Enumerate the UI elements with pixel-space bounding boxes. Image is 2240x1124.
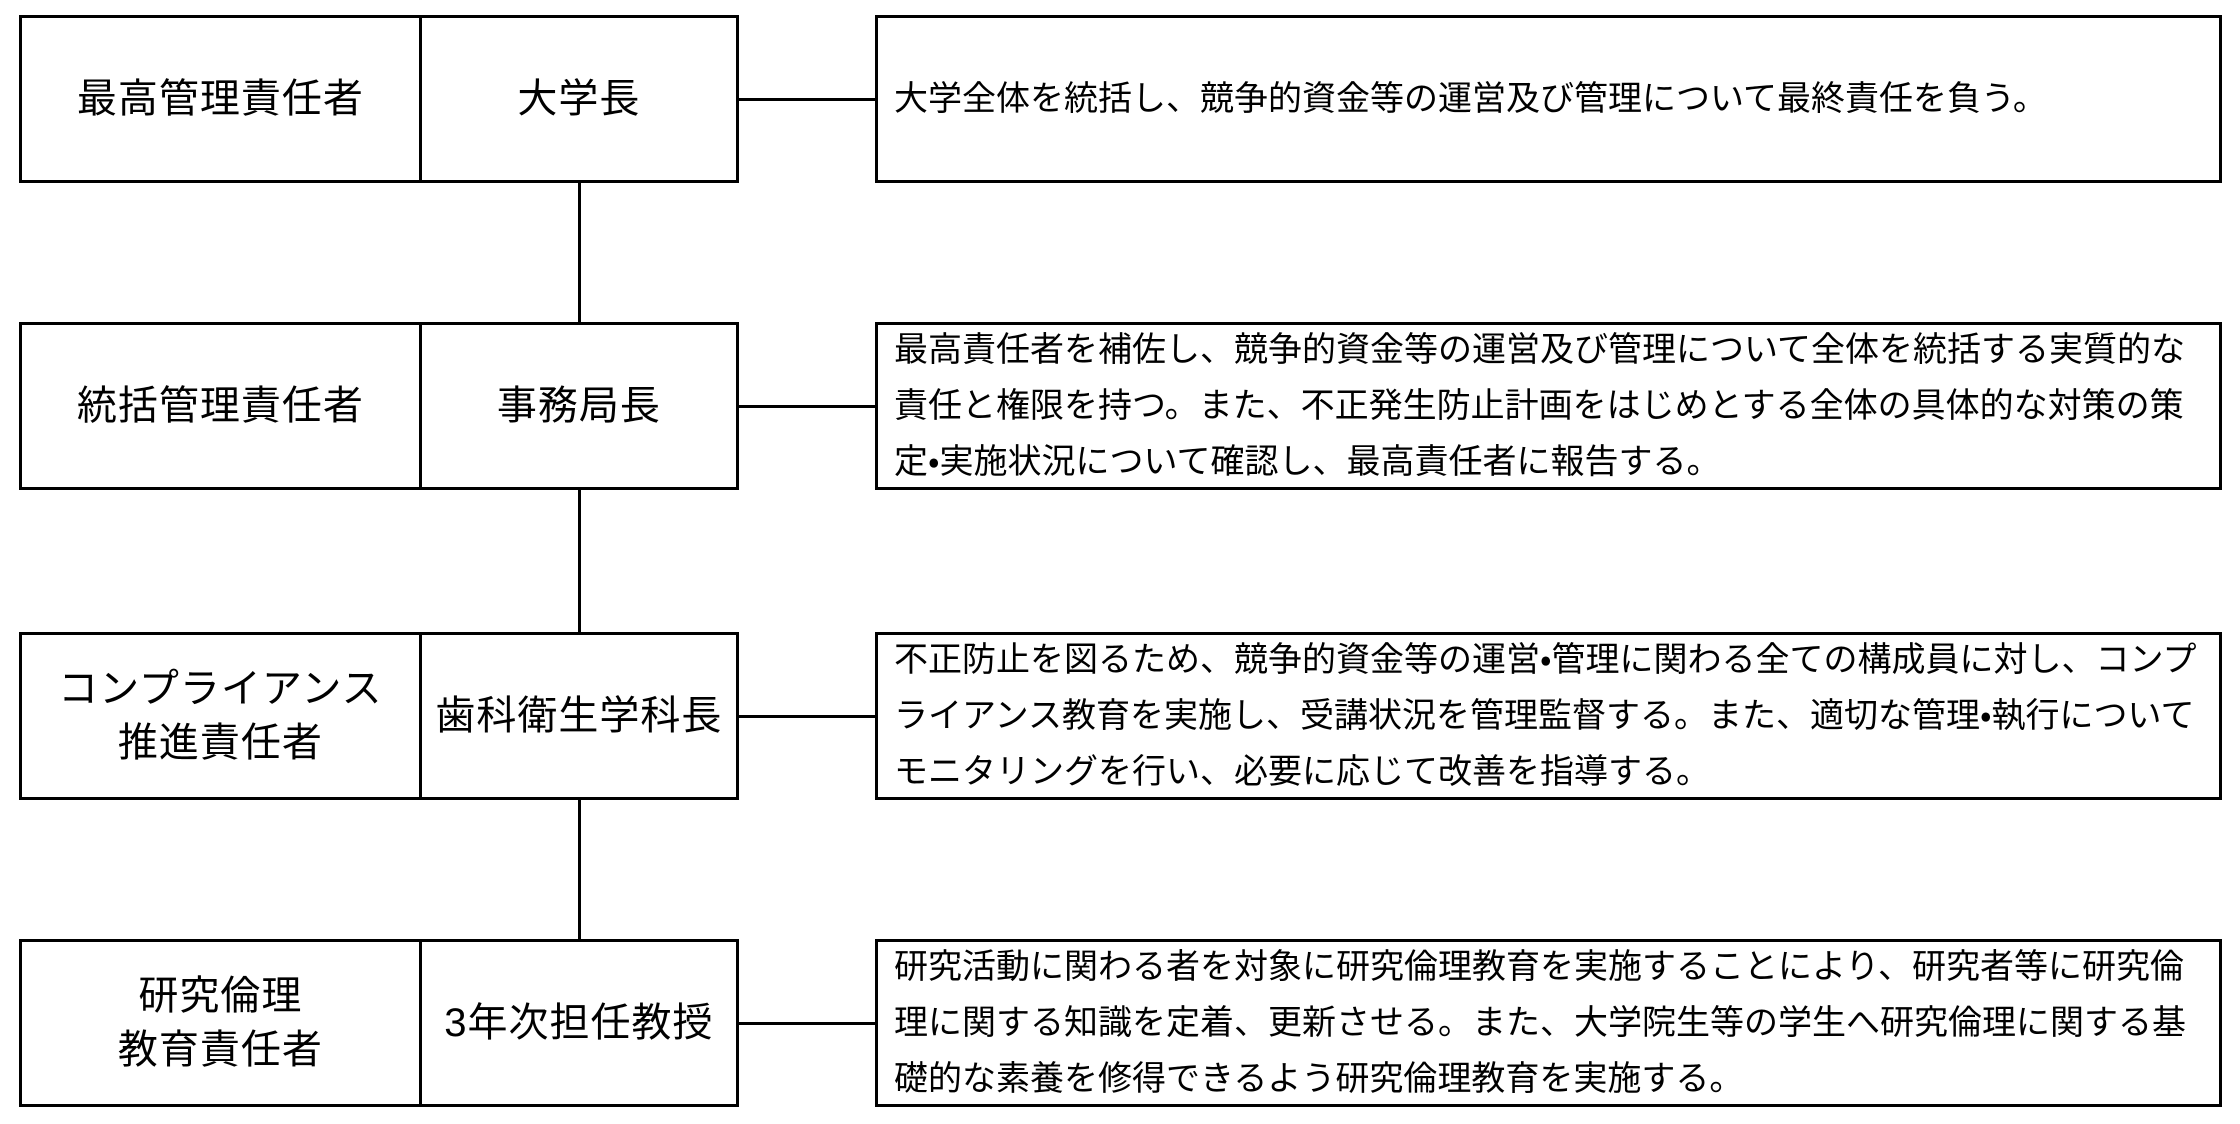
role-title-line: 研究倫理 [138, 974, 303, 1018]
connector-horizontal-row3 [739, 715, 875, 718]
role-title-line: 推進責任者 [117, 721, 323, 765]
description-box-row4: 研究活動に関わる者を対象に研究倫理教育を実施することにより、研究者等に研究倫理に… [875, 939, 2222, 1107]
description-text: 研究活動に関わる者を対象に研究倫理教育を実施することにより、研究者等に研究倫理に… [894, 948, 2186, 1098]
position-cell-row1: 大学長 [418, 18, 736, 180]
description-text: 大学全体を統括し、競争的資金等の運営及び管理について最終責任を負う。 [894, 80, 2047, 118]
role-box-row1: 最高管理責任者 大学長 [19, 15, 739, 183]
position-label: 3年次担任教授 [444, 1001, 714, 1045]
description-text: 不正防止を図るため、競争的資金等の運営・管理に関わる全ての構成員に対し、コンプラ… [894, 641, 2197, 791]
position-cell-row2: 事務局長 [418, 325, 736, 487]
role-box-row2: 統括管理責任者 事務局長 [19, 322, 739, 490]
connector-vertical-1 [578, 183, 581, 322]
role-title-cell-row4: 研究倫理 教育責任者 [22, 942, 419, 1104]
role-title-line: 統括管理責任者 [76, 384, 364, 428]
position-label: 大学長 [517, 77, 641, 121]
connector-vertical-3 [578, 800, 581, 939]
position-label: 歯科衛生学科長 [435, 694, 723, 738]
role-title-line: 教育責任者 [117, 1028, 323, 1072]
connector-vertical-2 [578, 490, 581, 632]
description-text: 最高責任者を補佐し、競争的資金等の運営及び管理について全体を統括する実質的な責任… [894, 331, 2185, 481]
position-label: 事務局長 [496, 384, 661, 428]
role-box-row3: コンプライアンス 推進責任者 歯科衛生学科長 [19, 632, 739, 800]
description-box-row3: 不正防止を図るため、競争的資金等の運営・管理に関わる全ての構成員に対し、コンプラ… [875, 632, 2222, 800]
connector-horizontal-row2 [739, 405, 875, 408]
role-title-line: コンプライアンス [58, 667, 383, 711]
position-cell-row4: 3年次担任教授 [418, 942, 736, 1104]
role-title-cell-row2: 統括管理責任者 [22, 325, 419, 487]
role-box-row4: 研究倫理 教育責任者 3年次担任教授 [19, 939, 739, 1107]
description-box-row2: 最高責任者を補佐し、競争的資金等の運営及び管理について全体を統括する実質的な責任… [875, 322, 2222, 490]
role-title-line: 最高管理責任者 [76, 77, 364, 121]
connector-horizontal-row4 [739, 1022, 875, 1025]
role-title-cell-row3: コンプライアンス 推進責任者 [22, 635, 419, 797]
description-box-row1: 大学全体を統括し、競争的資金等の運営及び管理について最終責任を負う。 [875, 15, 2222, 183]
connector-horizontal-row1 [739, 98, 875, 101]
role-title-cell-row1: 最高管理責任者 [22, 18, 419, 180]
position-cell-row3: 歯科衛生学科長 [418, 635, 736, 797]
